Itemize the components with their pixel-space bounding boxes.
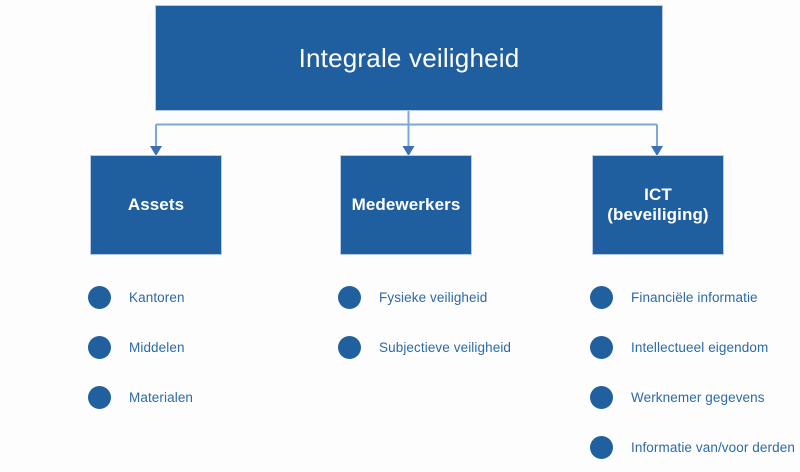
list-item[interactable]: Kantoren — [88, 272, 318, 322]
list-item[interactable]: Informatie van/voor derden — [590, 422, 800, 472]
bullet-dot-icon — [338, 285, 361, 309]
list-item-label: Werknemer gegevens — [631, 389, 765, 405]
list-item-label: Subjectieve veiligheid — [379, 339, 512, 355]
child-node-assets-label-line1: Assets — [127, 194, 185, 214]
child-node-assets[interactable]: Assets — [90, 155, 222, 255]
list-item-label: Informatie van/voor derden — [631, 439, 795, 455]
bullet-dot-icon — [88, 335, 111, 359]
list-item-label: Middelen — [129, 339, 185, 355]
child-node-medewerkers-labels: Medewerkers — [348, 195, 465, 215]
list-item[interactable]: Middelen — [88, 322, 318, 372]
child-node-assets-labels: Assets — [124, 195, 188, 215]
root-node-integrale-veiligheid[interactable]: Integrale veiligheid — [155, 5, 663, 111]
list-item-label: Materialen — [129, 389, 194, 405]
child-node-medewerkers-label-line1: Medewerkers — [351, 194, 461, 214]
bullet-dot-icon — [88, 385, 111, 409]
bullet-list-assets: Kantoren Middelen Materialen — [88, 272, 318, 422]
child-node-ict-label-line2: (beveiliging) — [607, 205, 709, 224]
list-item[interactable]: Fysieke veiligheid — [338, 272, 578, 322]
bullet-dot-icon — [338, 335, 361, 359]
root-node-label: Integrale veiligheid — [298, 42, 520, 73]
list-item-label: Intellectueel eigendom — [631, 339, 769, 355]
bullet-dot-icon — [590, 285, 613, 309]
bullet-dot-icon — [590, 435, 613, 459]
list-item[interactable]: Werknemer gegevens — [590, 372, 800, 422]
bullet-dot-icon — [590, 335, 613, 359]
list-item[interactable]: Materialen — [88, 372, 318, 422]
bullet-list-ict: Financiële informatie Intellectueel eige… — [590, 272, 800, 472]
bullet-dot-icon — [590, 385, 613, 409]
list-item[interactable]: Intellectueel eigendom — [590, 322, 800, 372]
bullet-dot-icon — [88, 285, 111, 309]
list-item[interactable]: Subjectieve veiligheid — [338, 322, 578, 372]
bullet-list-medewerkers: Fysieke veiligheid Subjectieve veilighei… — [338, 272, 578, 372]
child-node-ict[interactable]: ICT (beveiliging) — [592, 155, 724, 255]
list-item-label: Kantoren — [129, 289, 185, 305]
child-node-ict-label-line1: ICT — [644, 184, 672, 204]
list-item[interactable]: Financiële informatie — [590, 272, 800, 322]
list-item-label: Fysieke veiligheid — [379, 289, 488, 305]
child-node-ict-labels: ICT (beveiliging) — [603, 185, 712, 225]
list-item-label: Financiële informatie — [631, 289, 758, 305]
child-node-medewerkers[interactable]: Medewerkers — [340, 155, 472, 255]
